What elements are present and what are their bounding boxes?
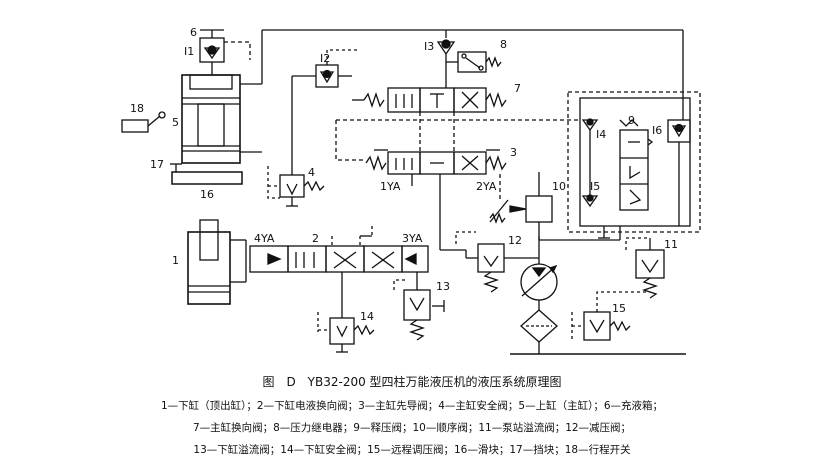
check-valve-I3 [436, 30, 456, 88]
main-directional-valve-7 [352, 87, 507, 113]
label-I4: I4 [596, 128, 606, 141]
label-2: 2 [312, 232, 319, 245]
legend-line-1: 1—下缸（顶出缸）；2—下缸电液换向阀；3—主缸先导阀；4—主缸安全阀；5—上缸… [160, 400, 664, 412]
fill-tank-check-valve-I1 [199, 29, 251, 75]
lower-cylinder-1 [187, 219, 247, 305]
label-14: 14 [360, 310, 374, 323]
label-12: 12 [508, 234, 522, 247]
label-18: 18 [130, 102, 144, 115]
label-I5: I5 [590, 180, 600, 193]
label-I3: I3 [424, 40, 434, 53]
label-4YA: 4YA [254, 232, 275, 245]
label-3: 3 [510, 146, 517, 159]
pressure-reducing-valve-12 [440, 231, 505, 293]
lower-cylinder-safety-valve-14 [317, 272, 375, 353]
label-1YA: 1YA [380, 180, 401, 193]
label-13: 13 [436, 280, 450, 293]
release-valve-block [567, 91, 701, 239]
label-4: 4 [308, 166, 315, 179]
legend-line-2: 7—主缸换向阀；8—压力继电器；9—释压阀；10—顺序阀；11—泵站溢流阀；12… [192, 422, 632, 434]
label-7: 7 [514, 82, 521, 95]
travel-switch-18 [121, 111, 166, 133]
legend-line-3: 13—下缸溢流阀；14—下缸安全阀；15—远程调压阀；16—滑块；17—挡块；1… [193, 444, 631, 456]
label-9: 9 [628, 114, 635, 127]
oil-filter [520, 309, 558, 354]
label-5: 5 [172, 116, 179, 129]
label-17: 17 [150, 158, 164, 171]
label-10: 10 [552, 180, 566, 193]
hydraulic-schematic: 6 I1 5 18 17 16 4 I2 I3 8 7 3 1YA 2YA 10… [121, 26, 701, 355]
remote-pressure-valve-15 [571, 291, 650, 341]
slide-block-16 [170, 163, 243, 185]
label-8: 8 [500, 38, 507, 51]
pressure-relay-8 [446, 51, 502, 73]
label-11: 11 [664, 238, 678, 251]
pump-overflow-valve-11 [625, 237, 665, 299]
figure-title: 图 D YB32-200 型四柱万能液压机的液压系统原理图 [262, 375, 562, 389]
main-pilot-valve-3 [365, 149, 507, 175]
lower-directional-valve-2 [249, 226, 429, 273]
label-2YA: 2YA [476, 180, 497, 193]
label-6: 6 [190, 26, 197, 39]
label-16: 16 [200, 188, 214, 201]
label-I1: I1 [184, 45, 194, 58]
hydraulic-pump [520, 263, 558, 310]
label-15: 15 [612, 302, 626, 315]
main-cylinder-safety-valve-4 [267, 160, 325, 207]
main-cylinder-5 [181, 30, 263, 164]
check-valve-I2 [291, 49, 360, 160]
component-labels: 6 I1 5 18 17 16 4 I2 I3 8 7 3 1YA 2YA 10… [130, 26, 678, 323]
label-I6: I6 [652, 124, 662, 137]
label-I2: I2 [320, 52, 330, 65]
label-3YA: 3YA [402, 232, 423, 245]
label-1: 1 [172, 254, 179, 267]
sequence-valve-10 [489, 172, 553, 260]
lower-overflow-valve-13 [393, 272, 445, 341]
